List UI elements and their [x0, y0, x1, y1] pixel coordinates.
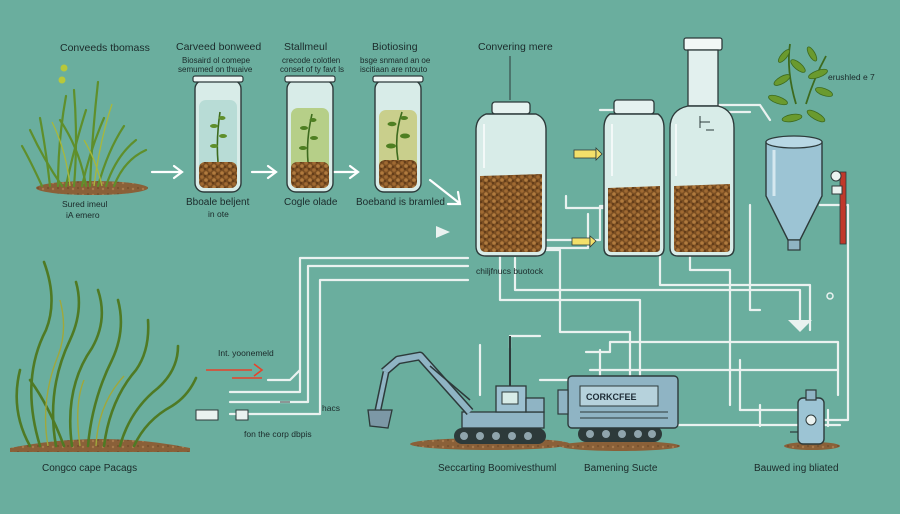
grass-icon [20, 64, 148, 195]
pipe-mark: hacs [322, 403, 340, 413]
feedstock-label: chiljfnucs buotock [476, 266, 544, 276]
tube1-title: Carveed bonweed [176, 41, 262, 53]
tube3-title: Biotiosing [372, 41, 418, 53]
jar-icon [603, 99, 665, 257]
test-tube-icon [372, 75, 424, 193]
arrow-icon [250, 164, 278, 180]
top-left-caption-line2: iA emero [66, 210, 100, 220]
arrow-icon [428, 178, 462, 206]
top-left-title: Conveeds tbomass [60, 42, 150, 54]
tube2-caption: Cogle olade [284, 197, 338, 208]
excavator-caption: Seccarting Boomivesthuml [438, 463, 557, 474]
excavator-icon [367, 336, 570, 450]
tube1-caption-line2: in ote [208, 209, 229, 219]
top-left-caption-line1: Sured imeul [62, 199, 108, 209]
converting-title: Convering mere [478, 41, 553, 53]
jar-icon [475, 101, 547, 257]
tube3-sub-line1: bsge snmand an oe [360, 56, 431, 65]
tube3-sub-line2: iscitiaan are ntouto [360, 65, 428, 74]
valve-icon [826, 170, 847, 300]
mid-left-label: Int. yoonemeld [218, 348, 274, 358]
pipe-arrows [436, 226, 812, 332]
jar-icon [669, 37, 735, 257]
tank-icon [784, 389, 840, 450]
tube1-caption-line1: Bboale beljent [186, 197, 250, 208]
machine-caption: Bamening Sucte [584, 463, 658, 474]
tube1-sub-line1: Biosaird ol comepe [182, 56, 251, 65]
seaweed-icon [10, 260, 198, 452]
tube1-sub-line2: semumed on thuaive [178, 65, 253, 74]
tube2-sub-line1: crecode colotlen [282, 56, 341, 65]
bottom-left-caption: Congco cape Pacags [42, 463, 138, 474]
tube2-title: Stallmeul [284, 41, 328, 53]
pipe-inlet [195, 401, 290, 421]
tube3-caption: Boeband is bramled [356, 197, 445, 208]
tank-caption: Bauwed ing bliated [754, 463, 839, 474]
tube2-sub-line2: conset of ty favt ls [280, 65, 345, 74]
accent-arrows [206, 363, 264, 379]
machine-icon: CORKCFEE [557, 375, 680, 451]
pipe-caption: fon the corp dbpis [244, 429, 312, 439]
flow-arrows-top [150, 164, 462, 206]
arrow-icon [150, 164, 184, 180]
right-top-label: erushled e 7 [828, 72, 875, 82]
test-tube-icon [192, 75, 244, 193]
test-tube-icon [284, 75, 336, 193]
small-arrow-tags [571, 147, 603, 248]
machine-panel-label: CORKCFEE [586, 392, 637, 402]
arrow-icon [332, 164, 360, 180]
hopper-icon [765, 43, 833, 251]
